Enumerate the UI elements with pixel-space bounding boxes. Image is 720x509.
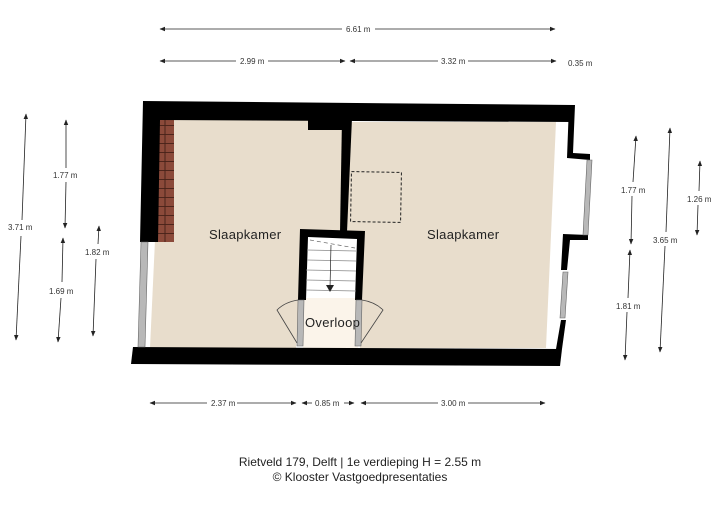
dim-top-total: 6.61 m <box>346 25 371 34</box>
dim-left-inner: 1.82 m <box>85 248 110 257</box>
dimension-labels: 6.61 m 2.99 m 3.32 m 0.35 m 3.71 m 1.77 … <box>8 25 712 408</box>
overloop-floor <box>300 298 360 348</box>
window-left <box>137 241 149 348</box>
window-right-lower <box>559 271 569 319</box>
dim-right-bay: 1.26 m <box>687 195 712 204</box>
slaapkamer-right-floor <box>346 122 556 348</box>
dim-right-total: 3.65 m <box>653 236 678 245</box>
dim-right-lower: 1.81 m <box>616 302 641 311</box>
slaapkamer-left-floor <box>150 120 343 348</box>
caption: Rietveld 179, Delft | 1e verdieping H = … <box>0 455 720 485</box>
room-label-overloop: Overloop <box>305 315 360 330</box>
room-label-slaapkamer-right: Slaapkamer <box>427 227 500 242</box>
dim-bottom-left: 2.37 m <box>211 399 236 408</box>
window-overloop-left <box>296 299 305 347</box>
dim-top-left: 2.99 m <box>240 57 265 66</box>
windows <box>137 159 593 348</box>
dim-top-right: 3.32 m <box>441 57 466 66</box>
dimension-lines <box>14 26 703 406</box>
dim-top-extra: 0.35 m <box>568 59 593 68</box>
window-overloop-right <box>354 299 363 347</box>
dim-bottom-right: 3.00 m <box>441 399 466 408</box>
room-floors <box>150 120 556 348</box>
stairs-floor <box>302 236 356 298</box>
skylight-outline <box>350 171 402 223</box>
dim-right-upper: 1.77 m <box>621 186 646 195</box>
walls <box>131 101 590 366</box>
caption-copyright: © Klooster Vastgoedpresentaties <box>272 470 448 484</box>
chimney-brick <box>158 120 174 242</box>
dim-left-upper: 1.77 m <box>53 171 78 180</box>
stairs <box>305 239 357 292</box>
caption-address: Rietveld 179, Delft | 1e verdieping H = … <box>238 455 482 469</box>
dim-left-lower: 1.69 m <box>49 287 74 296</box>
door-swings <box>276 299 384 344</box>
dim-bottom-mid: 0.85 m <box>315 399 340 408</box>
room-label-slaapkamer-left: Slaapkamer <box>209 227 282 242</box>
window-right-bay <box>582 159 593 236</box>
dim-left-total: 3.71 m <box>8 223 33 232</box>
